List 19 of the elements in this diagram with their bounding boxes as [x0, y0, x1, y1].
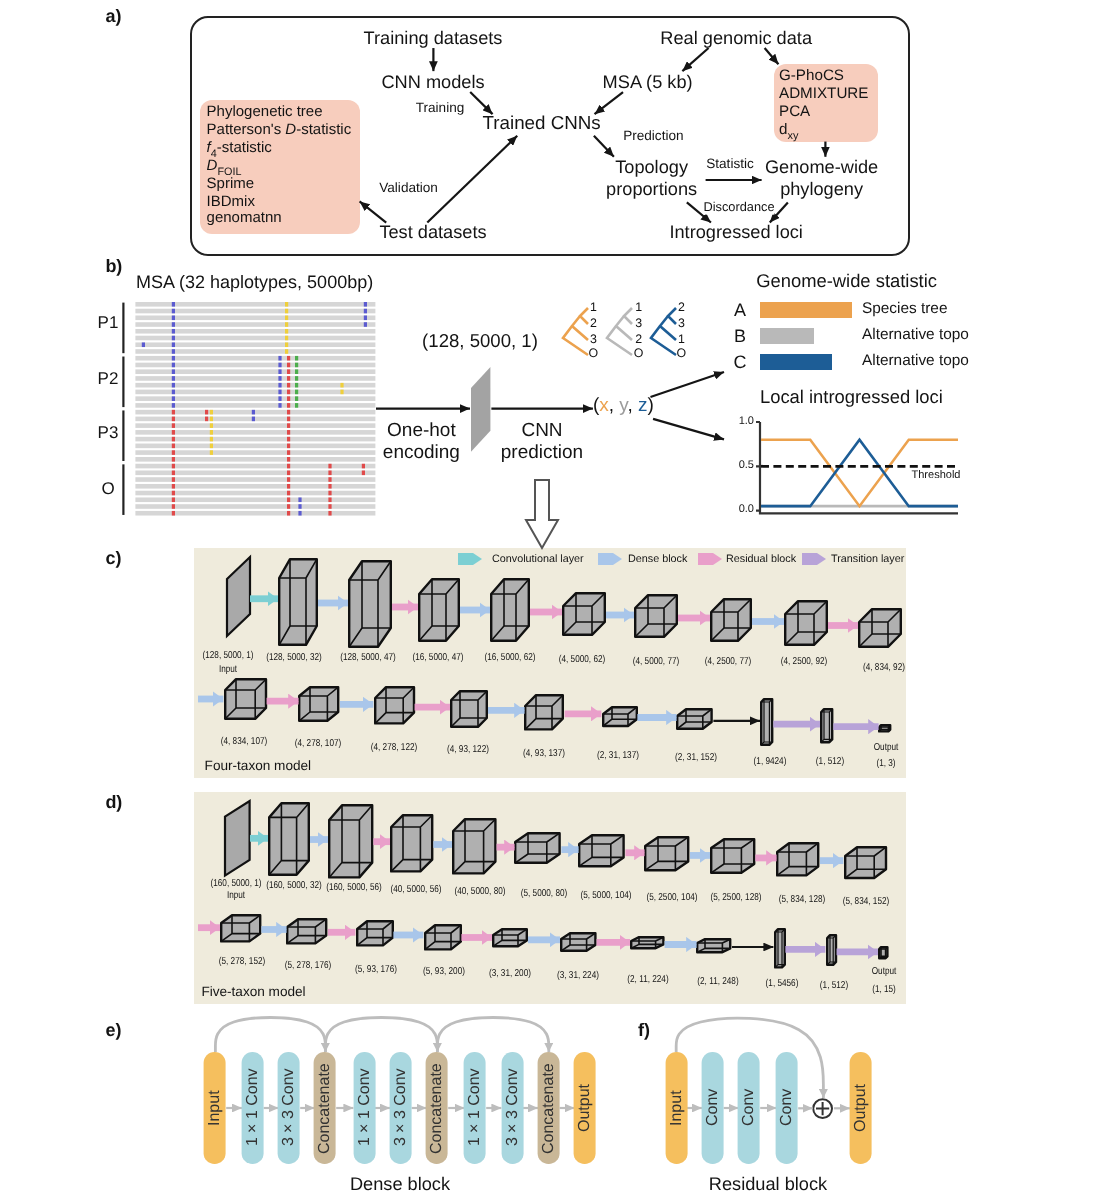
- panel-letter: f): [638, 1019, 650, 1041]
- group-label: P3: [97, 424, 119, 445]
- group-label: P2: [97, 370, 119, 390]
- caption-label: Residual block: [708, 1172, 828, 1194]
- panel-heading: MSA (32 haplotypes, 5000bp): [136, 271, 374, 292]
- panel-letter: a): [105, 6, 122, 27]
- panel-letter: b): [105, 255, 123, 277]
- panel-letter: e): [105, 1019, 122, 1041]
- category-label: C: [733, 351, 747, 373]
- panel-letter: c): [105, 547, 122, 569]
- category-label: B: [734, 325, 746, 346]
- caption-label: Dense block: [349, 1172, 451, 1194]
- tensor-label: (128, 5000, 1): [422, 331, 538, 353]
- group-label: P1: [97, 314, 119, 335]
- chart-title: Local introgressed loci: [759, 387, 943, 409]
- group-label: O: [101, 480, 115, 500]
- panel-letter: d): [105, 791, 123, 813]
- chart-title: Genome-wide statistic: [756, 270, 937, 292]
- category-label: A: [734, 299, 746, 321]
